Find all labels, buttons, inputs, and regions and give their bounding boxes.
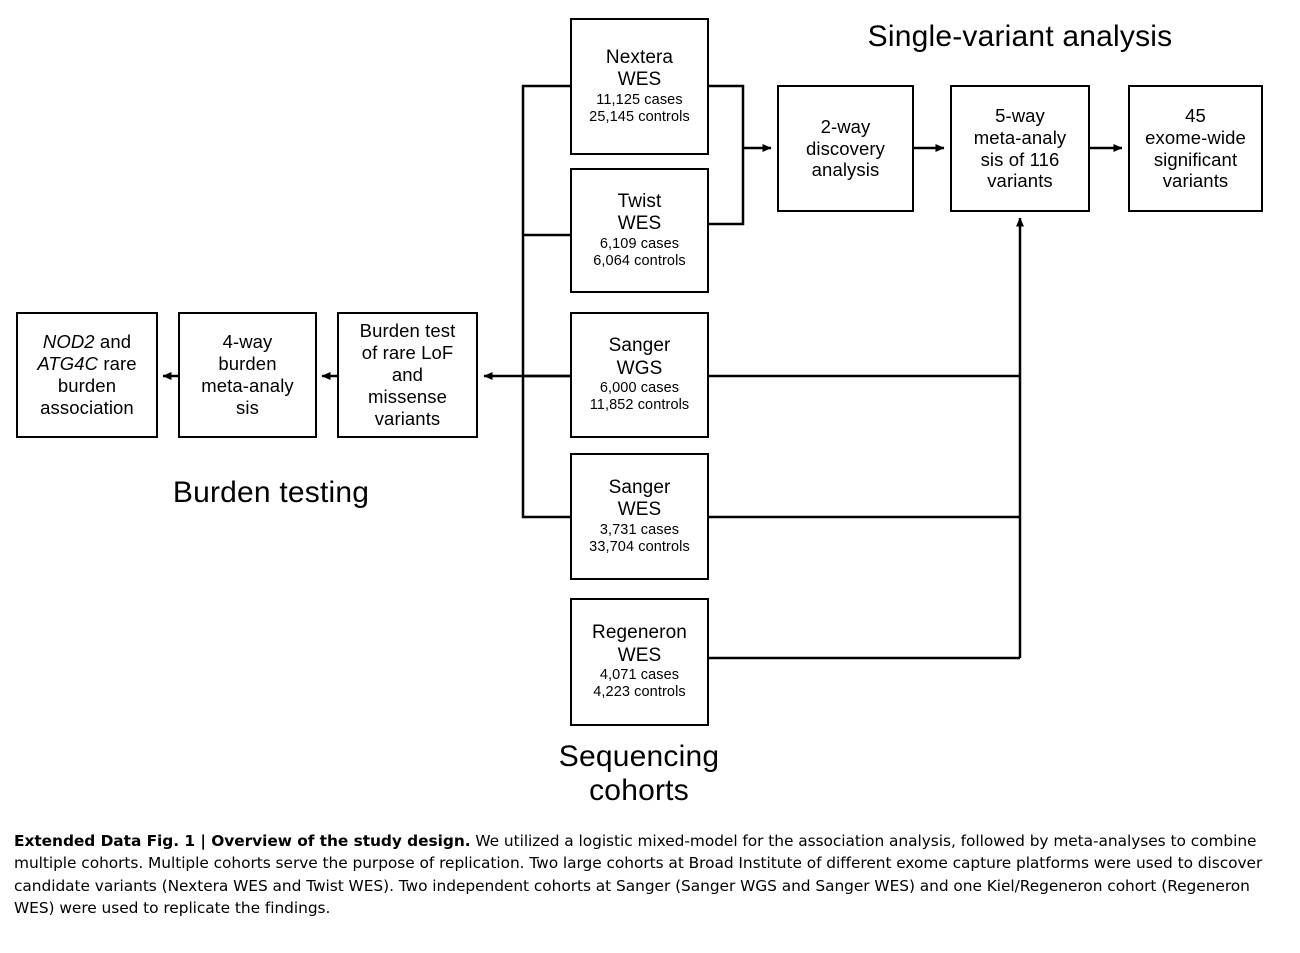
node-title: Twist WES <box>617 190 662 235</box>
section-label-burden-testing: Burden testing <box>172 476 370 509</box>
node-title: Regeneron WES <box>592 622 687 666</box>
node-twist-wes: Twist WES 6,109 cases 6,064 controls <box>570 168 709 293</box>
figure-caption: Extended Data Fig. 1 | Overview of the s… <box>14 830 1280 920</box>
study-design-flowchart: Single-variant analysis Burden testing S… <box>16 18 1263 807</box>
node-nod2-atg4c-association: NOD2 and ATG4C rare burden association <box>16 312 158 438</box>
node-two-way-discovery: 2-way discovery analysis <box>777 85 914 212</box>
node-cases: 11,125 cases <box>596 91 683 108</box>
node-title: 5-way meta-analy sis of 116 variants <box>973 104 1067 192</box>
node-controls: 4,223 controls <box>593 684 686 701</box>
word-rare: rare <box>98 353 137 375</box>
node-controls: 25,145 controls <box>589 108 690 125</box>
node-cases: 6,000 cases <box>599 380 680 397</box>
node-title: Nextera WES <box>605 46 674 91</box>
node-title: 2-way discovery analysis <box>805 115 886 181</box>
node-title: Burden test of rare LoF and missense var… <box>359 320 456 429</box>
section-label-sequencing-cohorts: Sequencing cohorts <box>558 740 720 807</box>
node-title: NOD2 and ATG4C rare burden association <box>37 331 136 418</box>
discovery-merge-bus <box>709 84 745 226</box>
node-regeneron-wes: Regeneron WES 4,071 cases 4,223 controls <box>570 598 709 726</box>
conjunction-and: and <box>94 331 132 353</box>
gene-name-atg4c: ATG4C <box>37 353 99 375</box>
word-burden: burden <box>57 375 117 396</box>
node-nextera-wes: Nextera WES 11,125 cases 25,145 controls <box>570 18 709 155</box>
node-title: Sanger WGS <box>608 335 671 379</box>
node-sanger-wgs: Sanger WGS 6,000 cases 11,852 controls <box>570 312 709 438</box>
node-burden-test-rare: Burden test of rare LoF and missense var… <box>337 312 478 438</box>
node-title: 45 exome-wide significant variants <box>1145 104 1246 192</box>
node-title: 4-way burden meta-analy sis <box>201 331 294 418</box>
node-title: Sanger WES <box>608 476 671 521</box>
node-cases: 4,071 cases <box>599 667 680 684</box>
caption-label: Extended Data Fig. 1 | Overview of the s… <box>14 832 471 850</box>
word-association: association <box>40 396 134 418</box>
node-exome-wide-significant: 45 exome-wide significant variants <box>1128 85 1263 212</box>
node-sanger-wes: Sanger WES 3,731 cases 33,704 controls <box>570 453 709 580</box>
caption-body: We utilized a logistic mixed-model for t… <box>14 832 1263 918</box>
left-cohort-bus <box>521 84 570 519</box>
node-controls: 6,064 controls <box>593 252 686 269</box>
node-five-way-meta: 5-way meta-analy sis of 116 variants <box>950 85 1090 212</box>
node-controls: 33,704 controls <box>589 538 690 555</box>
gene-name-nod2: NOD2 <box>42 331 95 353</box>
node-controls: 11,852 controls <box>589 397 690 414</box>
node-four-way-burden-meta: 4-way burden meta-analy sis <box>178 312 317 438</box>
node-cases: 6,109 cases <box>599 235 680 252</box>
section-label-single-variant-analysis: Single-variant analysis <box>867 20 1173 53</box>
node-cases: 3,731 cases <box>599 521 680 538</box>
